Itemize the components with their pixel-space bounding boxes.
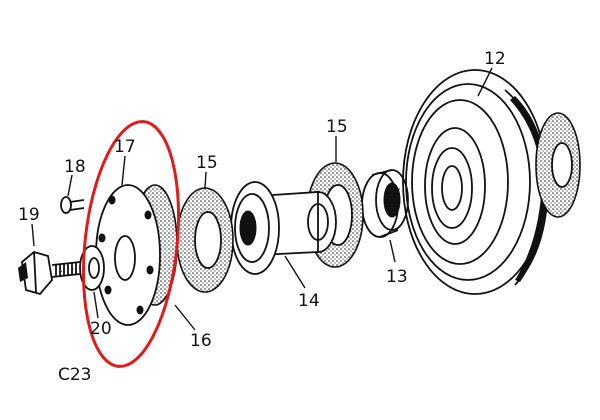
label-part-15-left: 15 [196,153,218,173]
part-17-flange [95,184,161,326]
label-part-20: 20 [90,319,112,339]
part-12-washer [535,112,581,218]
label-part-14: 14 [298,291,320,311]
label-part-16: 16 [190,331,212,351]
highlight-ring [81,120,181,368]
figure-caption: C23 [58,365,92,385]
part-12-pulley [402,69,549,295]
label-part-19: 19 [18,205,40,225]
label-part-13: 13 [386,267,408,287]
label-part-15-right: 15 [326,117,348,137]
part-14-spacer-hub [230,181,337,275]
part-18-bolt [60,196,85,214]
label-part-12: 12 [484,49,506,69]
part-19-starter-nut [18,251,81,296]
part-20-washer [79,245,105,291]
part-13-collar [361,169,409,238]
label-part-17: 17 [114,137,136,157]
leader-lines [31,67,493,331]
label-part-18: 18 [64,157,86,177]
part-15-felt-ring-left [176,187,234,293]
